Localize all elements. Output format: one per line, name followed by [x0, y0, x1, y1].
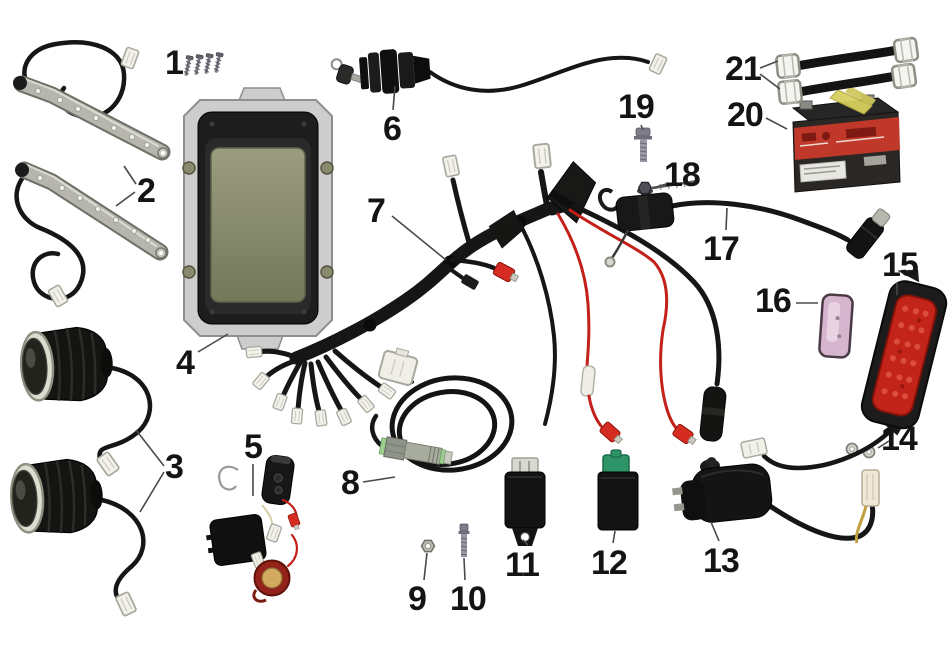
callout-21-label: 21 — [725, 50, 762, 88]
rubber-boot — [699, 386, 727, 442]
callout-20-label: 20 — [727, 96, 764, 134]
callout-13-label: 13 — [703, 542, 740, 580]
inline-fuse — [580, 365, 596, 397]
spark-plug-cap — [846, 208, 891, 259]
harness-boot-small — [488, 209, 524, 249]
leader-line-6 — [392, 85, 396, 111]
part-speed-sensor — [369, 347, 515, 473]
leader-line-9 — [423, 552, 428, 581]
part-nut-9 — [420, 539, 436, 553]
leader-line-8 — [362, 476, 396, 483]
callout-10-label: 10 — [450, 580, 487, 618]
part-led-strip-lower — [14, 161, 169, 309]
leader-line-17 — [725, 207, 728, 231]
part-led-strip-upper — [13, 40, 171, 161]
leader-line-19 — [640, 124, 644, 131]
callout-12-label: 12 — [591, 544, 628, 582]
leader-line-18 — [652, 183, 667, 189]
led-dots — [37, 174, 151, 243]
callout-19-label: 19 — [618, 88, 655, 126]
callout-17-label: 17 — [703, 230, 740, 268]
leader-line-3a — [135, 429, 165, 467]
callout-6-label: 6 — [383, 110, 402, 148]
alarm-siren — [252, 559, 291, 603]
part-starter-relay — [672, 457, 880, 544]
leader-line-13 — [710, 521, 720, 542]
callout-14-label: 14 — [881, 420, 918, 458]
callout-16-label: 16 — [755, 282, 792, 320]
sensor-mating-connector — [377, 347, 419, 387]
lcd-screen — [210, 147, 306, 303]
leader-line-4 — [197, 333, 229, 353]
coil-body — [615, 188, 675, 232]
sensor-body — [378, 436, 454, 465]
callout-2-label: 2 — [137, 172, 156, 210]
part-ignition-coil — [597, 187, 891, 268]
harness-branch-fan — [245, 345, 397, 427]
tail-light-lens — [871, 294, 938, 417]
part-cdi-unit — [597, 449, 639, 531]
part-bolt-10 — [458, 523, 470, 557]
battery-tape — [829, 89, 873, 115]
part-headlight-upper — [18, 324, 153, 478]
relay-body — [672, 457, 773, 523]
part-bolt-18 — [637, 179, 699, 195]
part-wiring-harness — [245, 142, 727, 448]
leader-line-7 — [391, 215, 447, 261]
leader-line-20 — [765, 117, 788, 130]
leader-line-2b — [115, 191, 136, 207]
part-lcd-display — [182, 87, 334, 350]
mount-hook-wire — [218, 465, 239, 491]
alarm-control-box — [206, 514, 267, 566]
callout-15-label: 15 — [882, 246, 919, 284]
bezel-screws — [209, 121, 307, 315]
leader-line-12 — [612, 530, 616, 544]
leader-line-14 — [877, 440, 890, 449]
black-flag-terminal — [461, 274, 479, 290]
relay-connector — [854, 469, 880, 544]
part-reflector-lens — [818, 293, 854, 359]
part-headlight-lower — [8, 456, 146, 618]
leader-line-10 — [463, 557, 466, 581]
part-bolt-19 — [634, 127, 652, 162]
leader-line-11 — [522, 539, 529, 546]
part-rectifier — [504, 457, 546, 546]
callout-4-label: 4 — [176, 344, 195, 382]
callout-7-label: 7 — [367, 192, 386, 230]
leader-line-21a — [759, 60, 779, 69]
part-screw-set — [181, 51, 224, 77]
alarm-remote — [261, 454, 295, 506]
part-alarm-kit — [206, 454, 302, 603]
mount-bolts — [182, 161, 334, 279]
leader-line-2a — [123, 165, 137, 185]
tail-light-connector — [740, 437, 768, 459]
part-ignition-switch — [330, 49, 668, 94]
leader-line-21b — [759, 73, 781, 90]
switch-barrel — [359, 49, 431, 94]
callout-9-label: 9 — [408, 580, 427, 618]
callout-3-label: 3 — [165, 448, 184, 486]
part-tail-light — [740, 269, 948, 471]
callout-18-label: 18 — [664, 156, 701, 194]
callout-1-label: 1 — [165, 44, 184, 82]
leader-lines — [115, 60, 898, 581]
callout-5-label: 5 — [244, 428, 263, 466]
part-battery-straps — [774, 36, 920, 106]
leader-line-3b — [139, 471, 165, 513]
callout-8-label: 8 — [341, 464, 360, 502]
part-battery — [791, 86, 901, 193]
callout-11-label: 11 — [505, 546, 540, 584]
led-dots — [35, 88, 150, 148]
